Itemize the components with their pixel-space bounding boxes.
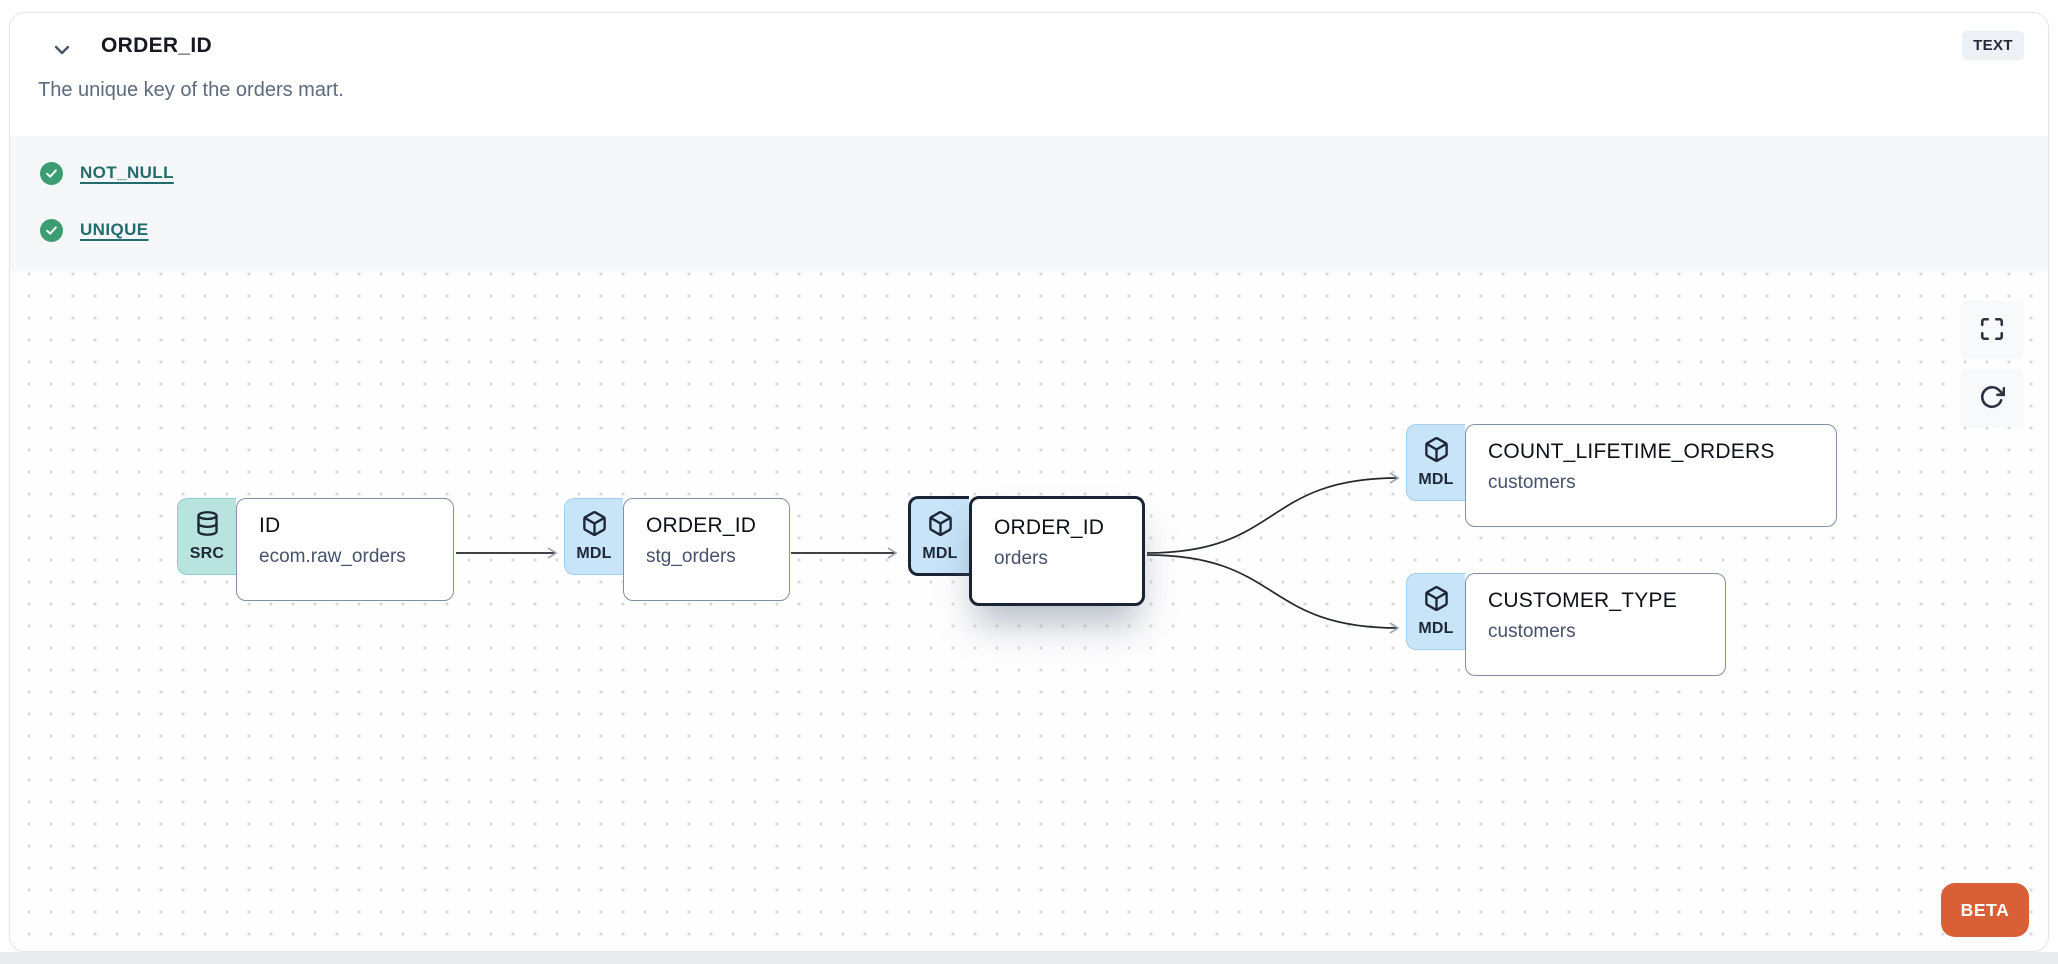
model-badge: MDL	[564, 498, 623, 575]
lineage-edge	[1146, 472, 1400, 554]
column-description: The unique key of the orders mart.	[38, 79, 344, 101]
node-box: COUNT_LIFETIME_ORDERS customers	[1465, 424, 1837, 527]
badge-label: MDL	[576, 545, 612, 562]
test-link-not-null[interactable]: NOT_NULL	[80, 163, 174, 182]
box-icon	[581, 510, 608, 542]
badge-label: MDL	[922, 544, 958, 562]
box-icon	[927, 510, 954, 542]
model-badge: MDL	[908, 496, 969, 576]
model-badge: MDL	[1406, 573, 1465, 650]
node-box: CUSTOMER_TYPE customers	[1465, 573, 1726, 676]
check-circle-icon	[40, 218, 63, 242]
node-title: ID	[259, 514, 281, 537]
beta-badge: BETA	[1941, 883, 2029, 937]
maximize-icon	[1979, 316, 2005, 345]
lineage-node-customer-type[interactable]: MDL CUSTOMER_TYPE customers	[1406, 573, 1726, 676]
node-box: ORDER_ID stg_orders	[623, 498, 790, 601]
chevron-down-icon	[50, 38, 74, 65]
badge-label: MDL	[1418, 620, 1454, 637]
lineage-node-order-id-orders-selected[interactable]: MDL ORDER_ID orders	[908, 496, 1145, 606]
check-circle-icon	[40, 161, 63, 185]
node-title: ORDER_ID	[994, 516, 1105, 539]
badge-label: SRC	[189, 545, 225, 562]
node-title: CUSTOMER_TYPE	[1488, 589, 1677, 612]
badge-label: MDL	[1418, 471, 1454, 488]
node-subtitle: stg_orders	[646, 546, 736, 567]
box-icon	[1423, 436, 1450, 468]
source-badge: SRC	[177, 498, 236, 575]
node-subtitle: ecom.raw_orders	[259, 546, 406, 567]
node-title: COUNT_LIFETIME_ORDERS	[1488, 440, 1775, 463]
page-background-strip	[0, 952, 2058, 964]
lineage-node-id-raw-orders[interactable]: SRC ID ecom.raw_orders	[177, 498, 454, 601]
lineage-canvas[interactable]: SRC ID ecom.raw_orders MDL ORDER_ID stg	[10, 271, 2048, 951]
box-icon	[1423, 585, 1450, 617]
lineage-node-order-id-stg-orders[interactable]: MDL ORDER_ID stg_orders	[564, 498, 790, 601]
rotate-cw-icon	[1979, 384, 2006, 413]
model-badge: MDL	[1406, 424, 1465, 501]
node-subtitle: customers	[1488, 621, 1576, 642]
fullscreen-button[interactable]	[1960, 301, 2024, 359]
database-icon	[194, 510, 221, 542]
lineage-edges	[456, 472, 1400, 634]
lineage-node-count-lifetime-orders[interactable]: MDL COUNT_LIFETIME_ORDERS customers	[1406, 424, 1837, 527]
test-link-unique[interactable]: UNIQUE	[80, 220, 149, 239]
node-box: ORDER_ID orders	[969, 496, 1145, 606]
column-details-card: ORDER_ID TEXT The unique key of the orde…	[9, 12, 2049, 952]
node-box: ID ecom.raw_orders	[236, 498, 454, 601]
test-row: UNIQUE	[40, 217, 2048, 243]
page-title: ORDER_ID	[101, 34, 212, 57]
column-type-badge: TEXT	[1962, 31, 2024, 60]
node-title: ORDER_ID	[646, 514, 757, 537]
node-subtitle: orders	[994, 548, 1048, 569]
node-subtitle: customers	[1488, 472, 1576, 493]
test-row: NOT_NULL	[40, 160, 2048, 186]
tests-section: NOT_NULL UNIQUE	[10, 136, 2048, 271]
refresh-button[interactable]	[1960, 369, 2024, 427]
canvas-controls	[1960, 301, 2024, 427]
collapse-chevron-button[interactable]	[46, 35, 78, 67]
lineage-edge	[1146, 554, 1400, 634]
